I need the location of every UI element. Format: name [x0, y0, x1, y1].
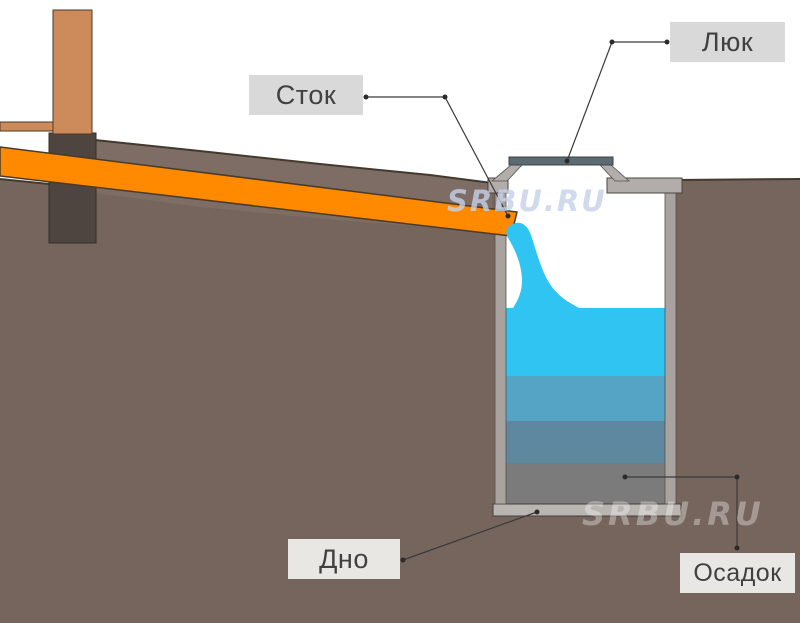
wastewater-mid-layer — [506, 376, 665, 421]
label-hatch-text: Люк — [701, 26, 754, 57]
leader-dot — [664, 39, 670, 45]
hatch-lid — [508, 156, 614, 166]
leader-bottom — [400, 509, 540, 563]
pit-bottom-slab — [492, 503, 682, 517]
ground-surface-line — [0, 139, 800, 185]
leader-dot — [622, 474, 628, 480]
pit-left-wall — [494, 190, 507, 505]
leader-dot — [734, 545, 740, 551]
leader-hatch — [564, 39, 670, 164]
leader-dot — [442, 94, 448, 100]
leader-drain — [363, 94, 511, 219]
hatch-opening — [506, 164, 608, 193]
leader-dot — [400, 557, 406, 563]
house-foundation — [48, 132, 97, 244]
label-drain-text: Сток — [275, 79, 337, 110]
leader-dot — [734, 474, 740, 480]
wastewater-fresh-layer — [506, 308, 665, 376]
leader-bottom-line — [402, 511, 538, 561]
label-sediment: Осадок — [680, 553, 795, 593]
label-sediment-text: Осадок — [693, 558, 782, 587]
leader-dot — [609, 39, 615, 45]
leader-dot — [564, 158, 570, 164]
pit-top-slab-right — [606, 177, 683, 194]
label-hatch: Люк — [670, 22, 785, 62]
leader-dot — [534, 509, 540, 515]
sediment-layer — [506, 463, 665, 504]
label-drain: Сток — [249, 75, 363, 115]
house-wall — [52, 9, 93, 135]
wastewater-deep-layer — [506, 421, 665, 463]
leader-sediment — [622, 474, 740, 551]
pit-right-wall — [664, 190, 677, 505]
label-bottom: Дно — [288, 539, 400, 579]
water-stream — [506, 222, 579, 308]
label-bottom-text: Дно — [319, 543, 369, 574]
leader-dot — [363, 94, 369, 100]
house-floor-slab — [0, 121, 54, 132]
leader-dot — [505, 213, 511, 219]
